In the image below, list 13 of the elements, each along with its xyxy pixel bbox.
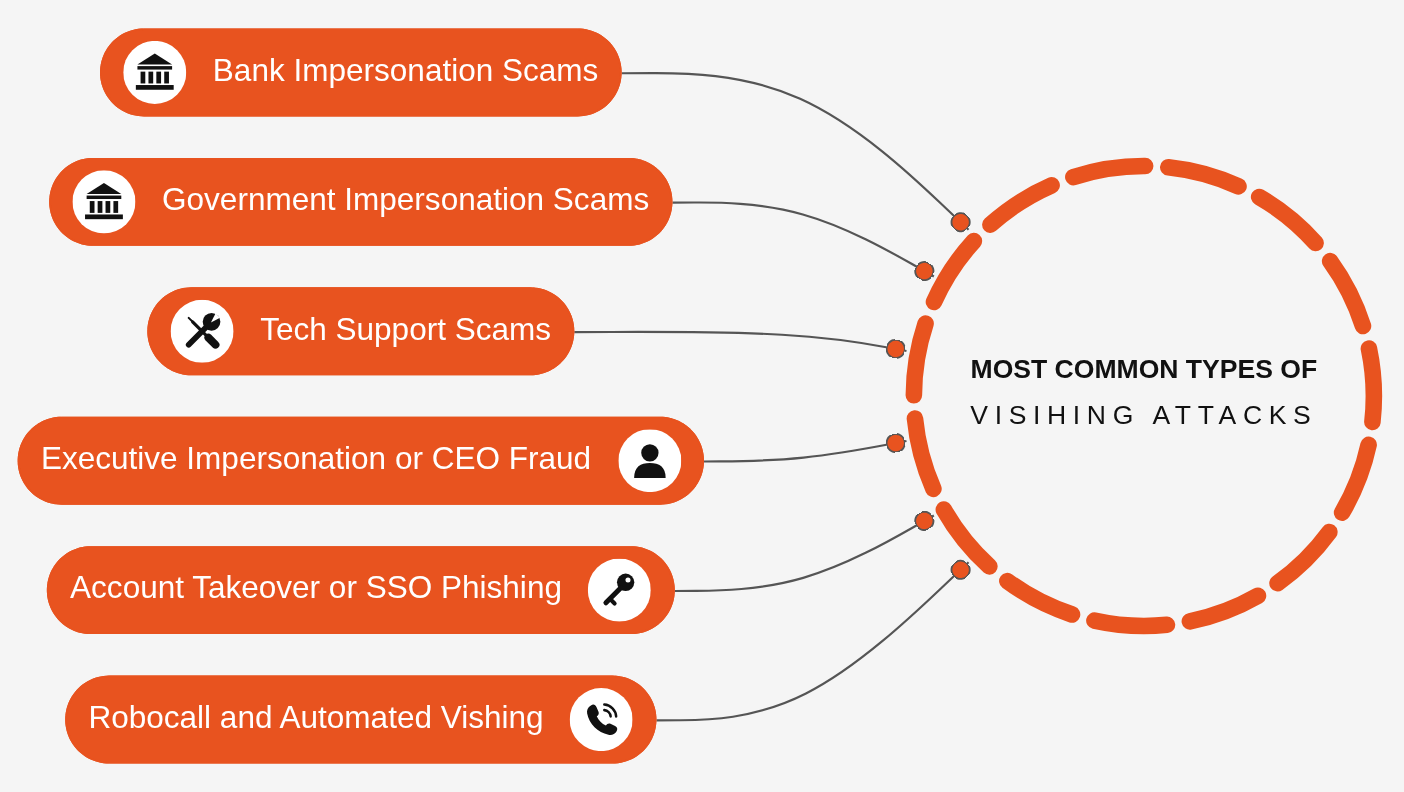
category-pill: Robocall and Automated Vishing (65, 675, 657, 764)
category-pill: Account Takeover or SSO Phishing (46, 546, 675, 635)
category-pill: Tech Support Scams (147, 287, 575, 376)
category-pill: Bank Impersonation Scams (100, 28, 622, 117)
connector-line (621, 72, 971, 233)
connector-line (672, 201, 935, 282)
connector-line (703, 433, 907, 463)
category-pill: Executive Impersonation or CEO Fraud (17, 416, 704, 505)
category-pill: Government Impersonation Scams (49, 157, 673, 246)
connector-line (674, 510, 935, 593)
connector-line (574, 330, 907, 359)
connector-line (656, 559, 971, 722)
hub-circle: MOST COMMON TYPES OF VISIHING ATTACKS (905, 157, 1383, 635)
